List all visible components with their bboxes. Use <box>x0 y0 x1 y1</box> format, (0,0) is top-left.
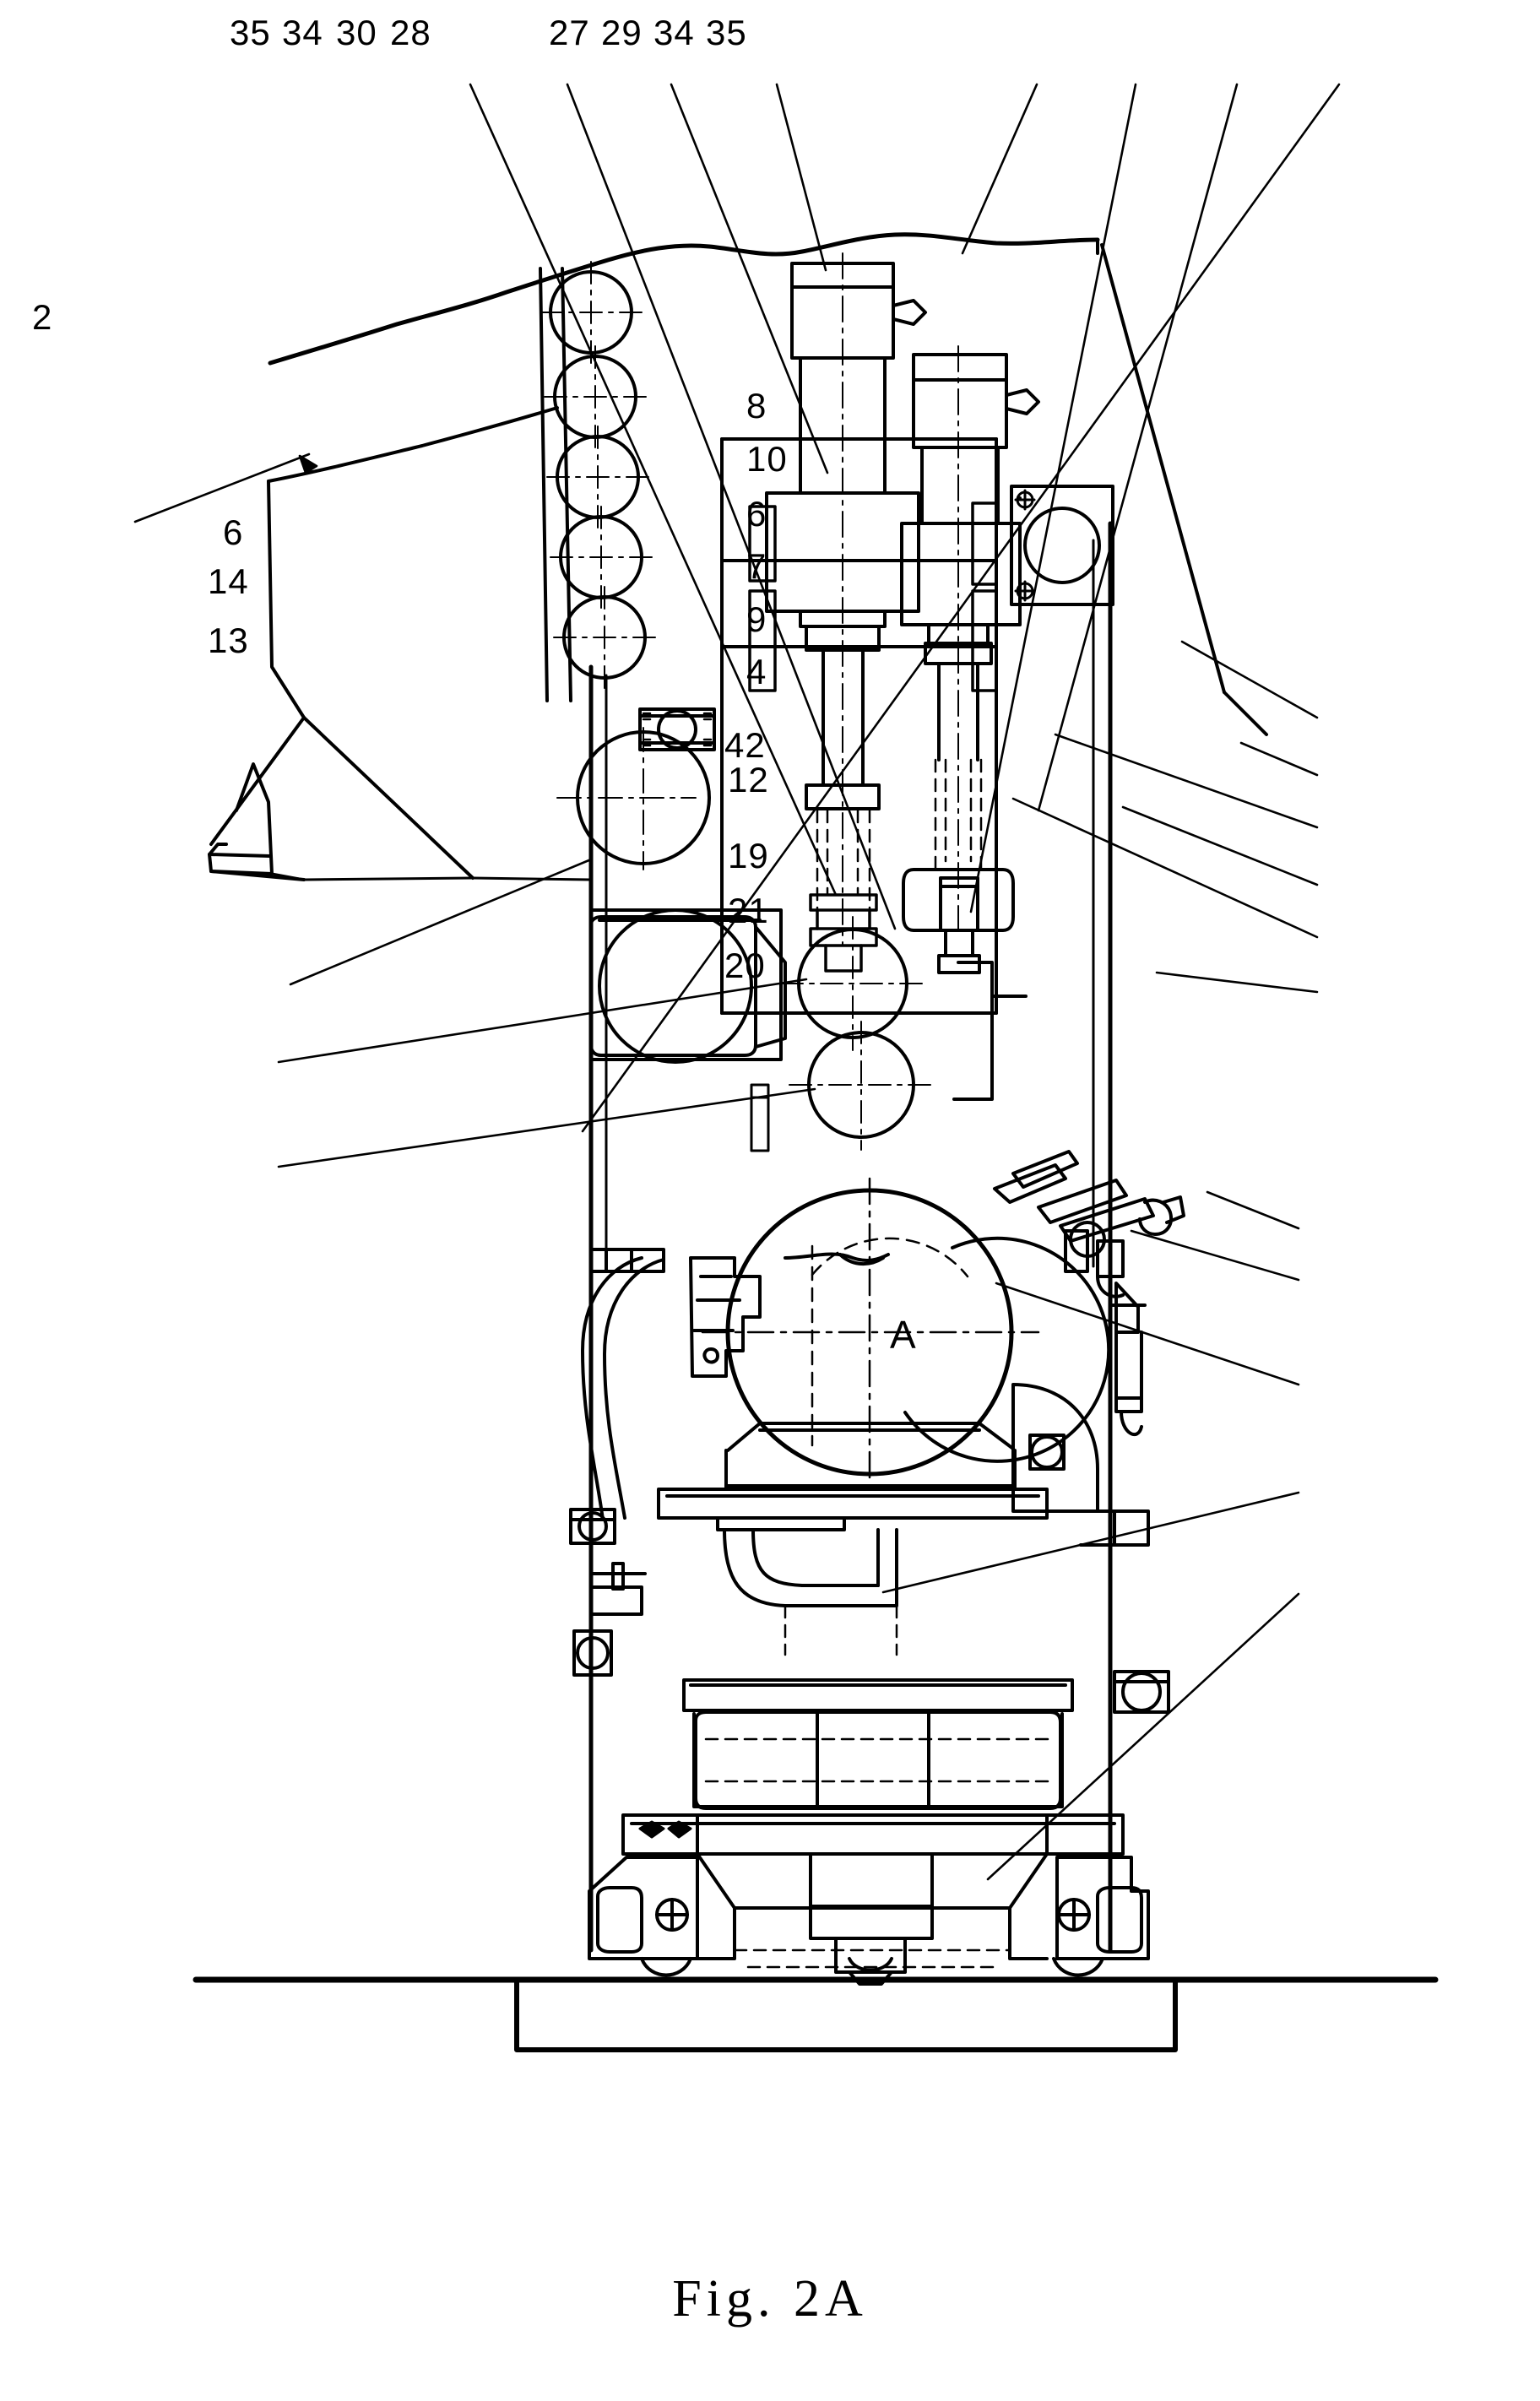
tool-arm-lower <box>1064 1221 1147 1437</box>
leader-lines-top <box>469 83 1341 1133</box>
upper-housing-right-edge <box>1096 238 1268 736</box>
left-actuator-rod-dashed <box>816 809 871 922</box>
ref-label-28: 28 <box>390 13 431 52</box>
ref-label-29: 29 <box>601 13 643 52</box>
ref-label-4: 4 <box>746 652 767 691</box>
ref-label-10: 10 <box>746 439 788 479</box>
roller-centerlines <box>540 261 663 691</box>
ref-label-35-b: 35 <box>706 13 747 52</box>
lower-duct-dashed <box>784 1604 898 1656</box>
ref-label-12: 12 <box>728 760 769 799</box>
lower-rail-marks <box>638 1820 692 1839</box>
ref-label-7: 7 <box>746 546 767 586</box>
ref-label-19: 19 <box>728 836 769 875</box>
ref-label-27: 27 <box>549 13 590 52</box>
foot-block-right <box>1055 1856 1150 1960</box>
ref-label-34-b: 34 <box>653 13 695 52</box>
right-actuator-rod-dashed <box>934 758 983 871</box>
base-plate <box>514 1977 1178 2052</box>
mid-column-step <box>952 961 1028 1101</box>
lower-rail <box>621 1813 1125 1856</box>
mid-pulley-upper-center <box>780 916 925 1051</box>
ref-label-9: 9 <box>746 599 767 639</box>
left-cabinet-shell <box>208 406 559 881</box>
main-drum-dashed <box>811 1237 969 1447</box>
upper-housing-break <box>268 232 1100 366</box>
right-lower-housing <box>1011 1383 1150 1547</box>
section-label-a: A <box>890 1313 916 1357</box>
right-actuator-foot <box>902 868 1015 974</box>
drum-cradle-base <box>657 1488 1049 1531</box>
chamber-guide-rails <box>748 501 998 692</box>
main-drum-inner <box>903 1236 1111 1463</box>
lower-carriage-body <box>691 1710 1064 1810</box>
right-bearing-bolts <box>1014 489 1036 602</box>
right-bearing-housing <box>1010 485 1114 606</box>
right-column-fittings <box>1113 1670 1170 1714</box>
ref-label-8: 8 <box>746 386 767 425</box>
main-drum-centerlines <box>701 1177 1040 1481</box>
lower-carriage-dashed <box>704 1737 1052 1783</box>
upper-bearing-block <box>638 707 716 751</box>
ref-label-20: 20 <box>724 946 766 985</box>
ref-label-2: 2 <box>32 297 53 337</box>
main-drum-top-notch <box>784 1252 890 1266</box>
ref-label-6-right: 6 <box>746 494 767 534</box>
ref-label-34-a: 34 <box>282 13 323 52</box>
carriage-center-column <box>809 1905 934 1986</box>
carriage-dashed-base <box>733 1948 1011 1969</box>
ref-label-30: 30 <box>336 13 377 52</box>
right-actuator <box>900 353 1040 761</box>
tool-arm-upper <box>993 1150 1185 1243</box>
leader-lines-left <box>133 453 816 1168</box>
left-side-fixture <box>689 1256 762 1378</box>
ref-label-14: 14 <box>208 561 249 601</box>
lower-bracket <box>589 908 787 1064</box>
ref-label-35-a: 35 <box>230 13 271 52</box>
left-column-fittings <box>569 1508 647 1677</box>
ref-label-13: 13 <box>208 621 249 660</box>
small-pin-left <box>750 1083 770 1152</box>
upper-bearing-block-bolts <box>642 712 713 747</box>
main-column-inner <box>605 539 1095 1268</box>
ref-label-21: 21 <box>728 891 769 930</box>
deck-plates <box>720 559 998 648</box>
lower-carriage-top <box>682 1678 1074 1712</box>
mid-pulley-lower-center <box>789 1021 934 1151</box>
ref-label-6-left: 6 <box>223 512 244 552</box>
foot-block-left <box>588 1856 699 1960</box>
figure-caption: Fig. 2A <box>672 2270 868 2328</box>
leader-lines-right <box>881 640 1319 1881</box>
foot-arcs <box>640 1957 1104 1977</box>
left-cabinet-faces <box>270 872 593 881</box>
left-hose <box>581 1248 665 1521</box>
ref-label-42: 42 <box>724 725 766 765</box>
lower-duct <box>723 1528 898 1607</box>
pulley-upper-center <box>556 727 697 870</box>
